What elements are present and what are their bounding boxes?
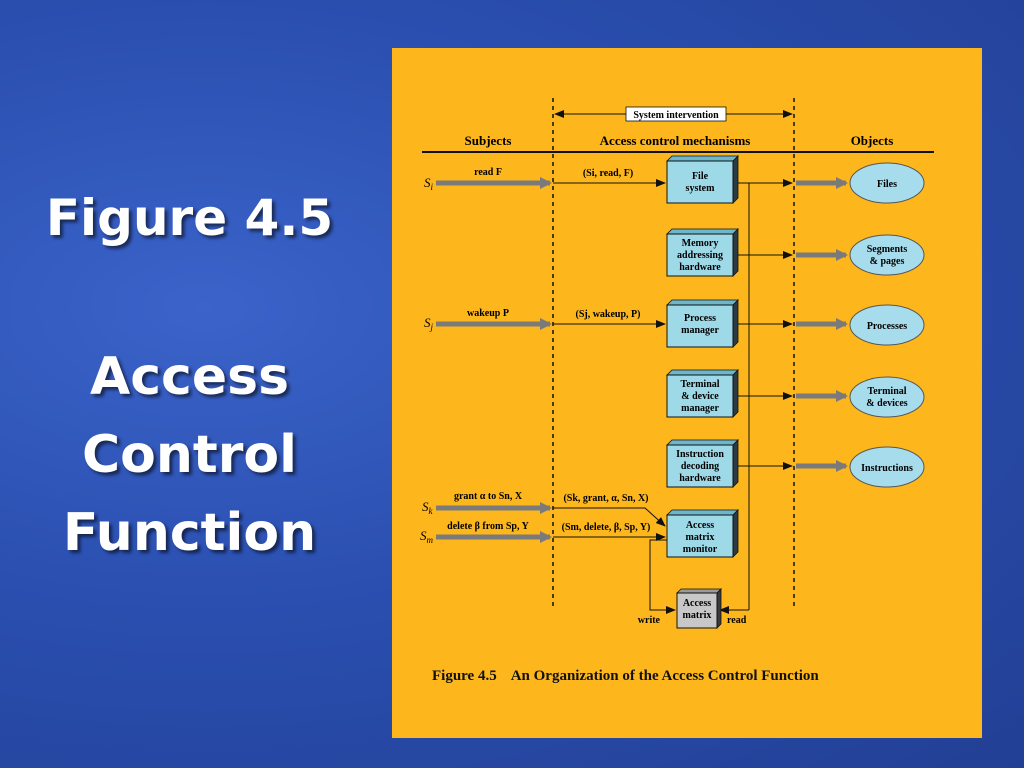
- mechanism-terminal-manager-box: Terminal & device manager: [666, 369, 739, 418]
- mechanism-memory-box: Memory addressing hardware: [666, 228, 739, 277]
- header-subjects: Subjects: [465, 133, 512, 148]
- slide-title-line-function: Function: [62, 503, 317, 563]
- message-label-read: (Si, read, F): [583, 168, 633, 179]
- access-matrix-box: Access matrix: [676, 588, 722, 629]
- read-label: read: [727, 615, 747, 626]
- svg-text:manager: manager: [681, 403, 719, 414]
- svg-text:& pages: & pages: [870, 256, 905, 267]
- access-control-diagram: System intervention Subjects Access cont…: [420, 98, 934, 629]
- system-intervention-label: System intervention: [633, 110, 719, 121]
- subject-sm: Sm: [420, 528, 434, 545]
- mechanism-instruction-box: Instruction decoding hardware: [666, 439, 739, 488]
- subject-si: Si: [424, 175, 434, 192]
- object-segments-pages: Segments & pages: [849, 234, 925, 276]
- slide-title-figure-number: Figure 4.5: [45, 189, 334, 247]
- svg-text:Access: Access: [686, 520, 714, 531]
- svg-text:matrix: matrix: [686, 532, 715, 543]
- svg-text:addressing: addressing: [677, 250, 723, 261]
- message-label-delete: (Sm, delete, β, Sp, Y): [562, 522, 651, 533]
- svg-text:hardware: hardware: [679, 262, 721, 273]
- svg-text:Segments: Segments: [867, 244, 908, 255]
- subject-sk: Sk: [422, 499, 434, 516]
- svg-text:Terminal: Terminal: [680, 379, 719, 390]
- svg-text:Files: Files: [877, 179, 897, 190]
- request-label-delete: delete β from Sp, Y: [447, 521, 529, 532]
- message-arrow-grant: [553, 507, 666, 527]
- svg-text:Instruction: Instruction: [676, 449, 724, 460]
- header-objects: Objects: [851, 133, 894, 148]
- svg-text:& device: & device: [681, 391, 719, 402]
- figure-caption: Figure 4.5 An Organization of the Access …: [432, 668, 819, 685]
- svg-text:Access: Access: [683, 598, 711, 609]
- request-label-read: read F: [474, 167, 502, 178]
- svg-text:File: File: [692, 171, 709, 182]
- mechanism-file-system-box: File system: [666, 155, 739, 204]
- slide-title-line-access: Access: [89, 347, 290, 407]
- request-label-grant: grant α to Sn, X: [454, 491, 523, 502]
- mechanism-access-matrix-monitor-box: Access matrix monitor: [666, 509, 739, 558]
- subject-sj: Sj: [424, 315, 434, 332]
- svg-text:Terminal: Terminal: [867, 386, 906, 397]
- svg-text:matrix: matrix: [683, 610, 712, 621]
- svg-text:manager: manager: [681, 325, 719, 336]
- svg-text:decoding: decoding: [681, 461, 719, 472]
- slide-title: Figure 4.5 Access Control Function: [22, 178, 357, 572]
- svg-text:& devices: & devices: [866, 398, 907, 409]
- object-terminal-devices: Terminal & devices: [849, 376, 925, 418]
- svg-text:Instructions: Instructions: [861, 463, 913, 474]
- object-files: Files: [849, 162, 925, 204]
- system-intervention-box: [625, 106, 727, 122]
- header-mechanisms: Access control mechanisms: [600, 133, 751, 148]
- svg-text:Processes: Processes: [867, 321, 907, 332]
- request-label-wakeup: wakeup P: [467, 308, 509, 319]
- object-instructions: Instructions: [849, 446, 925, 488]
- write-label: write: [638, 615, 661, 626]
- slide-title-line-control: Control: [82, 425, 297, 485]
- caption-text: An Organization of the Access Control Fu…: [510, 668, 819, 684]
- message-label-grant: (Sk, grant, α, Sn, X): [563, 493, 648, 504]
- svg-text:Memory: Memory: [682, 238, 719, 249]
- mechanism-process-manager-box: Process manager: [666, 299, 739, 348]
- svg-text:system: system: [686, 183, 716, 194]
- caption-number: Figure 4.5: [432, 668, 497, 684]
- svg-text:monitor: monitor: [683, 544, 718, 555]
- object-processes: Processes: [849, 304, 925, 346]
- message-label-wakeup: (Sj, wakeup, P): [575, 309, 640, 320]
- svg-text:Process: Process: [684, 313, 716, 324]
- svg-text:hardware: hardware: [679, 473, 721, 484]
- write-arrow-to-matrix: [649, 539, 676, 614]
- figure-panel: System intervention Subjects Access cont…: [392, 48, 982, 738]
